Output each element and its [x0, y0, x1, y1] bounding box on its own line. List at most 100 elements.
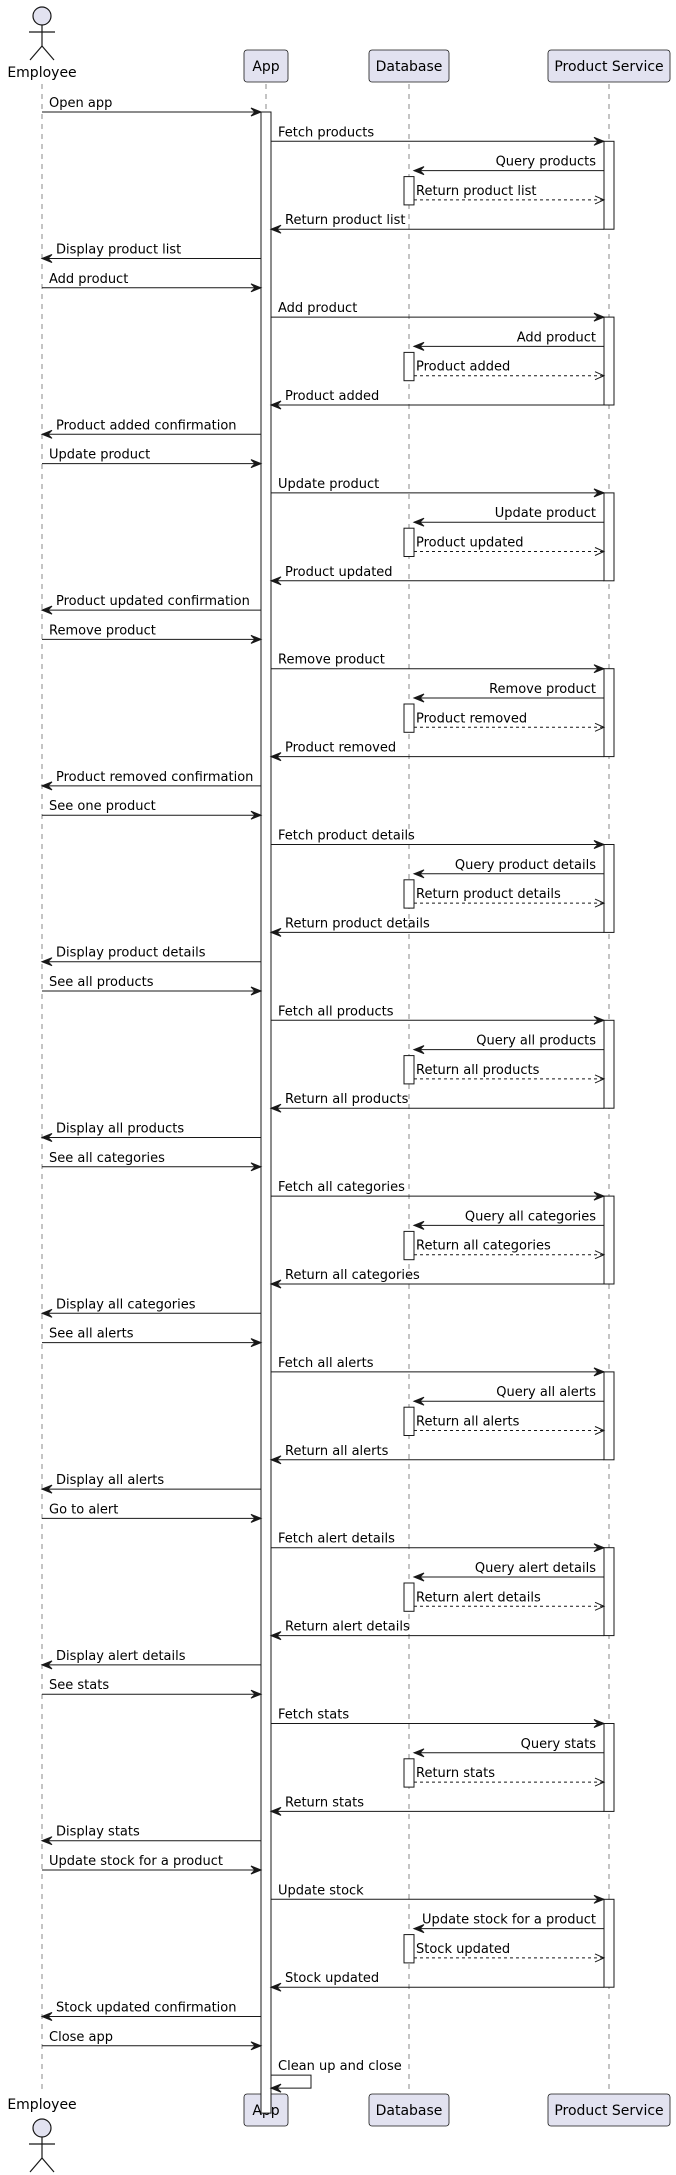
arrowhead-icon	[250, 810, 263, 820]
message-label: Return all categories	[285, 1268, 420, 1283]
arrowhead-icon	[250, 459, 263, 469]
arrowhead-icon	[593, 312, 606, 322]
message-label: Query product details	[455, 858, 596, 873]
message-label: Fetch all categories	[278, 1180, 405, 1195]
message-label: See all alerts	[49, 1327, 134, 1342]
participant-database-top: Database	[368, 49, 450, 83]
message-label: Open app	[49, 96, 112, 111]
service-activation-bar	[603, 1547, 615, 1637]
open-arrowhead-icon	[594, 1953, 606, 1963]
arrowhead-icon	[412, 1572, 425, 1582]
arrowhead-icon	[269, 576, 282, 586]
arrowhead-icon	[40, 605, 53, 615]
message-label: Add product	[278, 301, 357, 316]
message-label: Return all categories	[416, 1239, 551, 1254]
participant-service-label: Product Service	[554, 2103, 663, 2119]
arrowhead-icon	[269, 1279, 282, 1289]
participant-database-label: Database	[376, 59, 443, 75]
participant-app-label: App	[252, 59, 279, 75]
service-activation-bar	[603, 492, 615, 582]
arrowhead-icon	[40, 1133, 53, 1142]
arrowhead-icon	[593, 1719, 606, 1728]
open-arrowhead-icon	[594, 195, 606, 205]
message-label: Product added	[416, 360, 510, 375]
database-activation-bar	[403, 527, 415, 558]
actor-head-icon	[32, 2118, 52, 2138]
open-arrowhead-icon	[594, 898, 606, 908]
message-label: Display all products	[56, 1122, 184, 1137]
message-label: Go to alert	[49, 1502, 118, 1517]
arrowhead-icon	[40, 1660, 53, 1670]
message-label: Product updated confirmation	[56, 594, 250, 609]
message-label: Fetch product details	[278, 829, 415, 844]
arrowhead-icon	[250, 1338, 263, 1348]
open-arrowhead-icon	[594, 371, 606, 381]
message-label: Update stock	[278, 1883, 364, 1898]
participant-database-bottom: Database	[368, 2093, 450, 2127]
message-label: Fetch products	[278, 125, 374, 140]
open-arrowhead-icon	[594, 547, 606, 556]
message-label: Display product list	[56, 243, 181, 258]
message-label: Return all alerts	[285, 1444, 389, 1459]
message-label: Product added confirmation	[56, 418, 237, 433]
arrowhead-icon	[269, 400, 282, 410]
open-arrowhead-icon	[594, 1601, 606, 1611]
arrowhead-icon	[250, 1865, 263, 1875]
message-label: Query products	[496, 155, 597, 170]
participant-box	[243, 49, 289, 83]
arrowhead-icon	[269, 2083, 282, 2093]
arrowhead-icon	[412, 341, 425, 351]
arrowhead-icon	[250, 283, 263, 293]
open-arrowhead-icon	[594, 1074, 606, 1084]
message-label: Fetch alert details	[278, 1532, 395, 1547]
database-activation-bar	[403, 879, 415, 909]
arrowhead-icon	[250, 107, 263, 117]
message-label: Product removed	[285, 741, 396, 756]
participant-box	[547, 2093, 671, 2127]
message-label: Return alert details	[416, 1590, 541, 1605]
participant-box	[368, 49, 450, 83]
participant-service-bottom: Product Service	[547, 2093, 671, 2127]
message-label: Close app	[49, 2030, 113, 2045]
message-label: Update stock for a product	[49, 1854, 223, 1869]
message-label: Return all alerts	[416, 1415, 520, 1430]
arrowhead-icon	[593, 488, 606, 498]
arrowhead-icon	[40, 2012, 53, 2021]
participant-service-label: Product Service	[554, 59, 663, 75]
service-activation-bar	[603, 1898, 615, 1988]
message-label: Product added	[285, 389, 379, 404]
message-label: Stock updated confirmation	[56, 2001, 236, 2016]
message-label: Product removed confirmation	[56, 770, 253, 785]
arrowhead-icon	[40, 781, 53, 791]
message-label: Return product details	[285, 916, 430, 931]
arrowhead-icon	[40, 1484, 53, 1494]
database-activation-bar	[403, 1406, 415, 1436]
arrowhead-icon	[40, 429, 53, 439]
arrowhead-icon	[412, 517, 425, 527]
database-activation-bar	[403, 1582, 415, 1612]
message-label: Update product	[49, 448, 150, 463]
open-arrowhead-icon	[594, 1426, 606, 1435]
participant-database-label: Database	[376, 2103, 443, 2119]
message-label: Return stats	[285, 1795, 364, 1810]
arrowhead-icon	[250, 2041, 263, 2051]
arrowhead-icon	[269, 752, 282, 762]
database-activation-bar	[403, 1934, 415, 1964]
message-label: Display all categories	[56, 1297, 196, 1312]
database-activation-bar	[403, 176, 415, 206]
arrowhead-icon	[593, 1894, 606, 1904]
message-label: Query alert details	[475, 1561, 596, 1576]
service-activation-bar	[603, 1723, 615, 1812]
arrowhead-icon	[40, 1308, 53, 1318]
arrowhead-icon	[593, 1543, 606, 1553]
message-label: Remove product	[278, 653, 385, 668]
actor-employee-bottom: Employee	[7, 2097, 77, 2173]
message-label: Stock updated	[416, 1942, 510, 1957]
arrowhead-icon	[412, 1396, 425, 1406]
arrowhead-icon	[250, 986, 263, 996]
arrowhead-icon	[593, 1191, 606, 1201]
arrowhead-icon	[250, 1513, 263, 1523]
arrowhead-icon	[593, 840, 606, 849]
message-label: Add product	[517, 330, 596, 345]
arrowhead-icon	[269, 1103, 282, 1113]
